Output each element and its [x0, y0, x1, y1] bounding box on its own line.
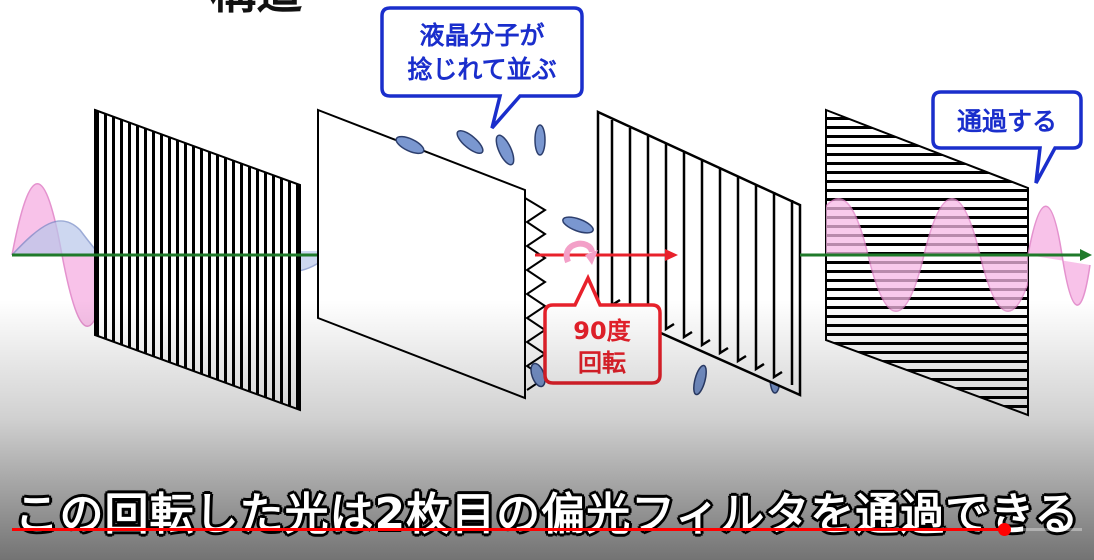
progress-bar-played: [12, 528, 1004, 531]
arrow-right-icon: [1080, 249, 1092, 261]
callout-liquid-crystal-line-2: 捻じれて並ぶ: [407, 55, 556, 84]
arrow-right-icon: [665, 249, 678, 261]
polarizer-filter-1: [94, 108, 301, 412]
progress-bar[interactable]: [12, 523, 1082, 536]
rotation-arrowhead-icon: [585, 250, 598, 265]
heading-fragment: 構造: [210, 0, 302, 19]
callout-liquid-crystal-line-1: 液晶分子が: [419, 21, 544, 50]
callout-passes-text: 通過する: [957, 107, 1057, 136]
rotation-arrow-icon: [563, 240, 595, 264]
callout-rotation-line-1: 90度: [573, 317, 631, 345]
callout-passes: 通過する: [931, 90, 1083, 184]
progress-scrubber-handle[interactable]: [997, 523, 1011, 536]
callout-liquid-crystal: 液晶分子が 捻じれて並ぶ: [380, 6, 584, 130]
subtitle-caption: この回転した光は2枚目の偏光フィルタを通過できる: [14, 489, 1080, 540]
alignment-grooves-1: [524, 197, 547, 391]
callout-rotation-line-2: 回転: [578, 349, 626, 377]
